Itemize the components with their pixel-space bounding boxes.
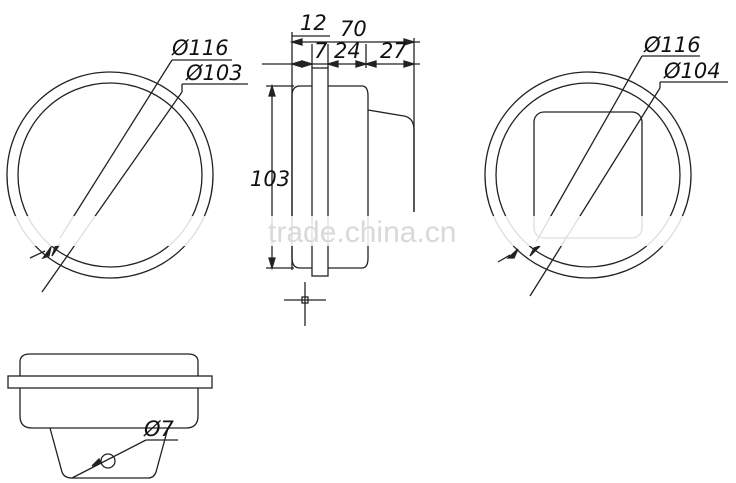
bottom-foot: [49, 427, 169, 479]
left-arrow-outer: [41, 246, 52, 260]
right-inner-ring: [495, 82, 681, 268]
side-height-arrow-bottom: [268, 257, 276, 271]
right-arrow-inner: [529, 245, 541, 257]
side-body-mid: [328, 85, 369, 269]
bottom-hole-diameter-label: Ø7: [143, 417, 175, 441]
right-inner-diameter-label: Ø104: [663, 59, 721, 83]
side-crosshair-box: [301, 296, 309, 304]
side-body-front: [291, 85, 312, 269]
bottom-arrow: [91, 457, 102, 467]
left-leader-outer: [59, 59, 173, 239]
left-outer-diameter-label: Ø116: [171, 36, 229, 60]
side-flange-offset-label: 12: [300, 11, 327, 35]
side-back-depth-label: 27: [380, 39, 407, 63]
watermark-text: trade.china.cn: [268, 216, 456, 249]
side-height-label: 103: [250, 167, 290, 191]
side-flange-thickness-label: 7: [314, 39, 328, 63]
bottom-body: [19, 388, 199, 429]
right-arrow-stub: [497, 254, 511, 263]
side-height-arrow-top: [268, 83, 276, 97]
left-arrow-stub: [29, 250, 46, 259]
right-leader-outer: [535, 55, 643, 243]
side-arrow-8: [403, 38, 417, 46]
bottom-leader: [71, 439, 147, 479]
side-view: 12 70 7 24 27 103: [250, 11, 420, 326]
side-arrow-7: [289, 38, 303, 46]
side-body-back: [367, 109, 415, 212]
bottom-flange-bar: [7, 375, 213, 389]
right-leader-inner: [529, 87, 661, 297]
side-arrow-1: [289, 60, 303, 68]
side-overall-depth-label: 70: [340, 17, 367, 41]
bottom-hole: [100, 453, 116, 469]
side-arrow-6: [403, 60, 417, 68]
watermark-band: trade.china.cn: [0, 216, 736, 249]
side-arrow-5: [363, 60, 377, 68]
right-view: Ø116 Ø104: [484, 33, 728, 297]
left-leader-inner: [41, 91, 183, 293]
right-outer-ring: [484, 71, 692, 279]
right-outer-diameter-label: Ø116: [643, 33, 701, 57]
bottom-top-cap: [19, 353, 199, 376]
watermark-strip: [0, 216, 736, 246]
side-arrow-2: [301, 60, 315, 68]
side-arrow-3: [325, 60, 339, 68]
left-inner-ring: [17, 82, 203, 268]
left-outer-ring: [6, 71, 214, 279]
side-flange: [311, 67, 329, 277]
side-body-depth-label: 24: [334, 39, 361, 63]
left-view: Ø116 Ø103: [6, 36, 248, 293]
bottom-view: Ø7: [7, 353, 213, 479]
side-arrow-4: [355, 60, 369, 68]
right-arrow-outer: [506, 248, 519, 259]
left-inner-diameter-label: Ø103: [185, 61, 243, 85]
